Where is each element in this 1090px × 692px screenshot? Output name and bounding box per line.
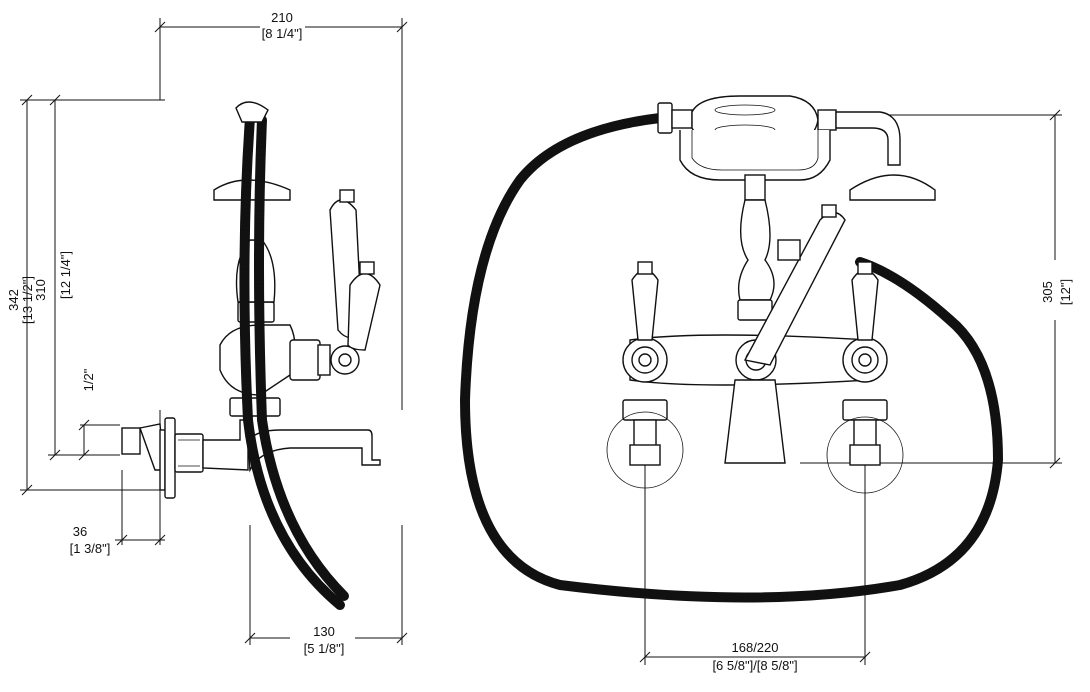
dimension-top-width-value: 210 — [271, 10, 293, 25]
dimension-wall-offset: 36 [1 3/8"] — [70, 410, 166, 556]
dimension-spout-reach-value: 130 — [313, 624, 335, 639]
dimension-342-imperial: [13 1/2"] — [20, 276, 35, 324]
dimension-wall-offset-imperial: [1 3/8"] — [70, 541, 111, 556]
dimension-front-height-value: 305 — [1040, 281, 1055, 303]
dimension-centers-value: 168/220 — [732, 640, 779, 655]
dimension-top-width: 210 [8 1/4"] — [154, 10, 408, 410]
front-hose — [459, 113, 1004, 603]
handset — [657, 95, 936, 201]
dimension-310-value: 310 — [33, 279, 48, 301]
front-body — [606, 199, 904, 494]
dimension-spout-reach: 130 [5 1/8"] — [244, 525, 408, 656]
dimension-front-height-imperial: [12"] — [1058, 279, 1073, 305]
dimension-side-heights: 342 [13 1/2"] 310 [12 1/4"] — [6, 94, 165, 496]
wall-connector — [121, 417, 249, 499]
side-body — [213, 179, 381, 473]
dimension-centers-imperial: [6 5/8"]/[8 5/8"] — [712, 658, 797, 673]
dimension-pipe-size-value: 1/2" — [81, 368, 96, 391]
dimension-front-height: 305 [12"] — [800, 109, 1073, 469]
dimension-342-value: 342 — [6, 289, 21, 311]
dimension-spout-reach-imperial: [5 1/8"] — [304, 641, 345, 656]
dimension-pipe-size: 1/2" — [78, 368, 120, 461]
side-view: 210 [8 1/4"] 342 [13 1/2"] 310 [12 1/4"] — [6, 10, 408, 656]
dimension-top-width-imperial: [8 1/4"] — [262, 26, 303, 41]
dimension-wall-offset-value: 36 — [73, 524, 87, 539]
side-hose — [235, 101, 349, 610]
dimension-310-imperial: [12 1/4"] — [58, 251, 73, 299]
dimension-centers: 168/220 [6 5/8"]/[8 5/8"] — [639, 455, 871, 673]
front-view: 305 [12"] 168/220 [6 5/8"]/[8 5/8"] — [459, 95, 1073, 673]
